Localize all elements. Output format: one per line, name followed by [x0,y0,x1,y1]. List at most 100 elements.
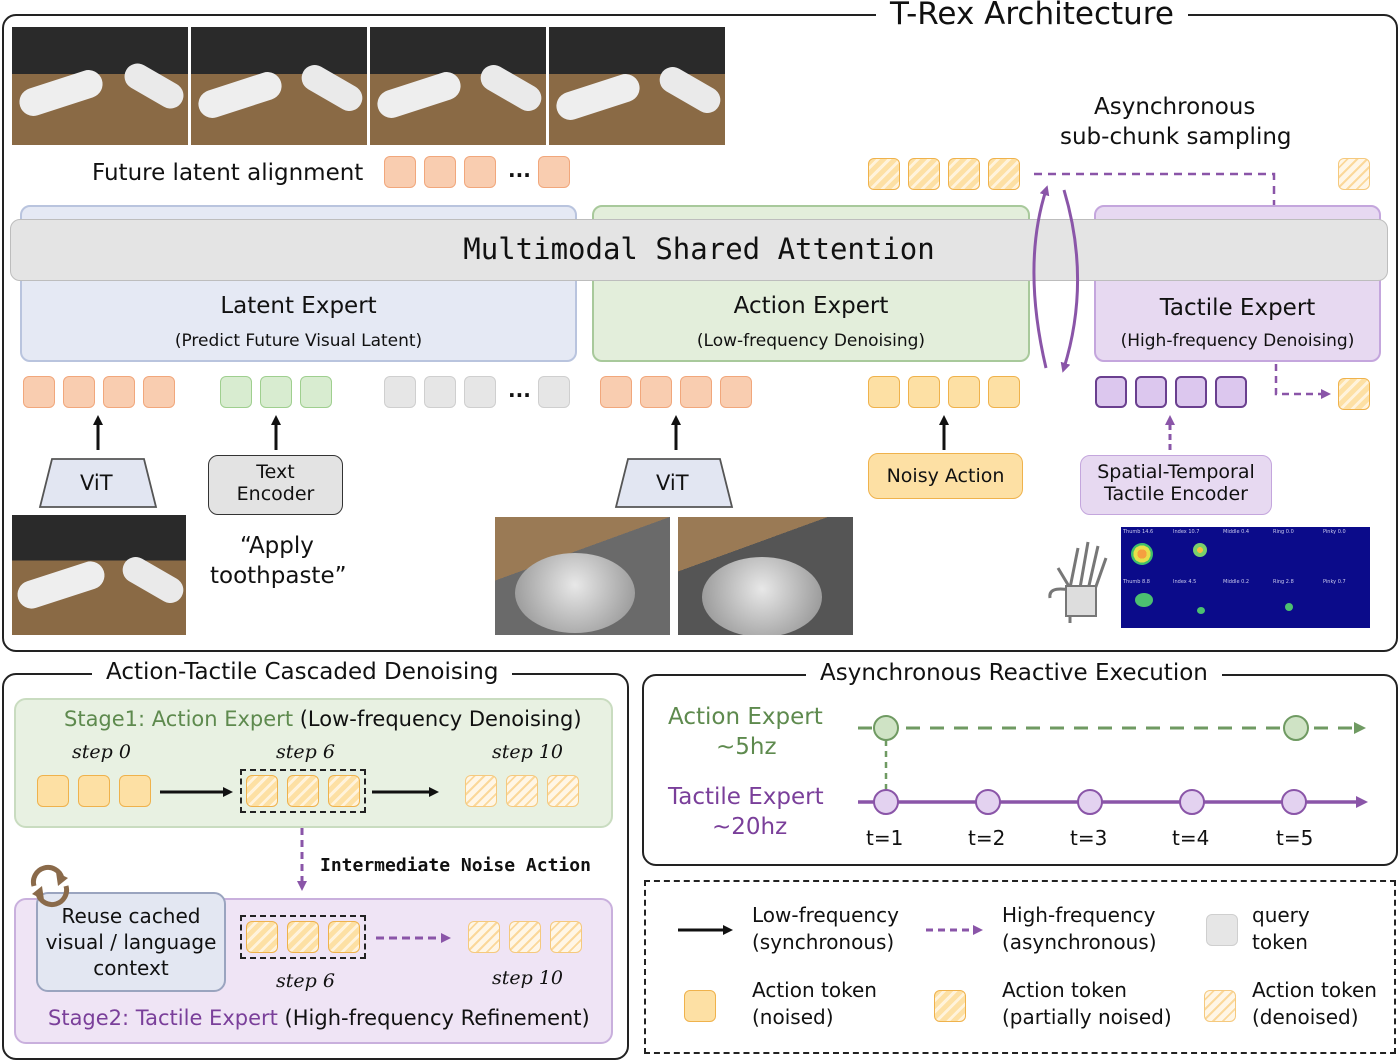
stage1-noised-token [119,775,151,807]
legend-query-line2: token [1252,930,1308,954]
stage1-denoised-token [506,775,538,807]
shared-attention-label: Multimodal Shared Attention [463,232,935,266]
time-label: t=4 [1172,826,1210,850]
text-token [220,376,252,408]
ellipsis: ... [508,378,531,402]
time-label: t=2 [968,826,1006,850]
time-label: t=3 [1070,826,1108,850]
instruction-line1: “Apply [240,533,314,559]
time-label: t=5 [1276,826,1314,850]
vit-encoder-left [38,458,158,508]
cascade-arrows [160,787,451,943]
legend-noised-line1: Action token [752,978,877,1002]
step6-label-bottom: step 6 [276,970,335,992]
stage1-partial-token [287,775,319,807]
tactile-node [1077,789,1103,815]
tactile-expert-title: Tactile Expert [1159,295,1316,321]
stage1-label-colored: Stage1: Action Expert [64,707,294,731]
async-sampling-label-1: Asynchronous [1094,94,1256,120]
text-encoder-line1: Text [256,461,295,483]
legend-query-token [1206,914,1238,946]
heatmap-label: Ring 2.8 [1273,579,1294,585]
action-expert-freq-line2: ~5hz [716,734,777,760]
reuse-line3: context [93,956,169,980]
heatmap-label: Thumb 14.6 [1123,529,1154,535]
subchunk-token [948,158,980,190]
future-latent-token [464,156,496,188]
tactile-token [1095,376,1127,408]
tactile-node [873,789,899,815]
stage1-label-rest: (Low-frequency Denoising) [293,707,582,731]
action-node [873,715,899,741]
loop-arrow-1 [1032,185,1050,369]
cascade-title: Action-Tactile Cascaded Denoising [92,659,513,685]
text-encoder-line2: Encoder [236,483,315,505]
heatmap-label: Ring 0.0 [1273,529,1294,535]
async-timeline [858,715,1368,815]
text-token [300,376,332,408]
visual-token [63,376,95,408]
stage2-denoised-token [550,921,582,953]
legend-denoised-line1: Action token [1252,978,1377,1002]
denoised-output-token [1338,158,1370,190]
future-latent-token [424,156,456,188]
top-arrows [93,172,1331,450]
stage2-label-rest: (High-frequency Refinement) [277,1006,590,1030]
legend-high-line1: High-frequency [1002,903,1156,927]
legend-query-line1: query [1252,903,1310,927]
heatmap-label: Thumb 8.8 [1123,579,1150,585]
loop-arrow-2 [1060,189,1079,373]
step6-group-top [240,769,366,813]
tactile-node [1281,789,1307,815]
latent-expert-subtitle: (Predict Future Visual Latent) [174,331,423,351]
vit-label-left: ViT [80,471,113,495]
visual-token [143,376,175,408]
async-sampling-arrow [1034,172,1276,205]
action-node [1283,715,1309,741]
wrist-visual-token [720,376,752,408]
legend-partial-line2: (partially noised) [1002,1005,1172,1029]
legend-noised-token [684,990,716,1022]
noisy-action-box: Noisy Action [868,453,1023,499]
action-expert-freq-line1: Action Expert [668,704,823,730]
future-latent-token [538,156,570,188]
tactile-output-token [1338,378,1370,410]
intermediate-noise-label: Intermediate Noise Action [320,855,591,876]
stage1-denoised-token [465,775,497,807]
noisy-action-token [988,376,1020,408]
legend-denoised-token [1204,990,1236,1022]
step10-label-bottom: step 10 [492,967,564,989]
visual-token [23,376,55,408]
action-expert-title: Action Expert [733,293,889,319]
wrist-visual-token [640,376,672,408]
architecture-title: T-Rex Architecture [876,0,1188,32]
heatmap-label: Index 4.5 [1173,579,1197,585]
tactile-output-arrow [1274,364,1331,399]
shared-attention-bar: Multimodal Shared Attention [10,219,1388,281]
step10-label-top: step 10 [492,741,564,763]
legend-partial-token [934,990,966,1022]
noisy-action-token [908,376,940,408]
stage2-denoised-token [509,921,541,953]
legend-low-line1: Low-frequency [752,903,899,927]
async-title: Asynchronous Reactive Execution [806,660,1222,686]
query-token [424,376,456,408]
stage1-noised-token [78,775,110,807]
visual-token [103,376,135,408]
tactile-encoder-line2: Tactile Encoder [1104,483,1248,505]
subchunk-token [908,158,940,190]
future-latent-token [384,156,416,188]
async-sampling-label-2: sub-chunk sampling [1060,124,1292,150]
robot-frame-4 [549,27,725,145]
legend-denoised-line2: (denoised) [1252,1005,1359,1029]
step0-label: step 0 [72,741,131,763]
robot-frame-3 [370,27,546,145]
reuse-context-box: Reuse cached visual / language context [36,892,226,992]
legend-partial-line1: Action token [1002,978,1127,1002]
query-token [384,376,416,408]
stage2-partial-token [328,921,360,953]
query-token [464,376,496,408]
legend-high-line2: (asynchronous) [1002,930,1157,954]
instruction-line2: toothpaste” [210,563,347,589]
legend-low-line2: (synchronous) [752,930,895,954]
